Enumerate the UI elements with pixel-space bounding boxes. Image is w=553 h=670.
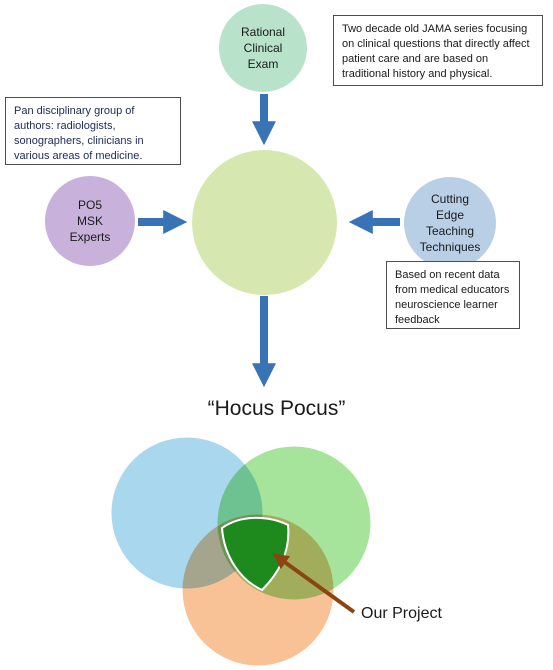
- venn-circle-orange: [179, 511, 337, 669]
- venn-center-overlap: [220, 516, 290, 592]
- center-node: [192, 150, 337, 295]
- pan-disciplinary-note: Pan disciplinary group of authors: radio…: [5, 97, 181, 165]
- jama-series-note: Two decade old JAMA series focusing on c…: [333, 15, 543, 86]
- cutting-edge-teaching-label: Cutting Edge Teaching Techniques: [419, 192, 481, 254]
- po5-msk-experts-label: PO5 MSK Experts: [69, 198, 111, 244]
- flow-arrows: [138, 94, 400, 388]
- hocus-pocus-title: “Hocus Pocus”: [207, 397, 346, 420]
- rational-clinical-exam-node: Rational Clinical Exam: [219, 4, 307, 92]
- venn-circle-green: [214, 443, 374, 603]
- cutting-edge-teaching-node: Cutting Edge Teaching Techniques: [404, 177, 496, 269]
- our-project-label: Our Project: [361, 605, 442, 622]
- venn-circle-blue: [108, 434, 266, 592]
- our-project-pointer-arrow: [272, 553, 356, 614]
- rational-clinical-exam-label: Rational Clinical Exam: [240, 25, 286, 71]
- recent-data-note: Based on recent data from medical educat…: [386, 261, 520, 329]
- po5-msk-experts-node: PO5 MSK Experts: [45, 176, 135, 266]
